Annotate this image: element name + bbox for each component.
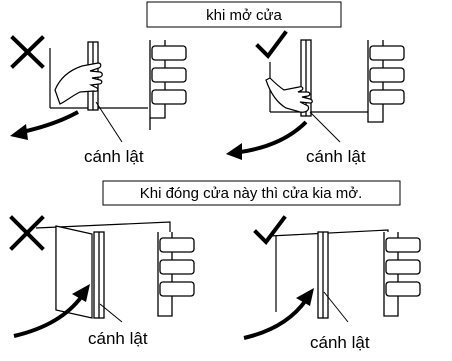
bottom-title-text: Khi đóng cửa này thì cửa kia mở. bbox=[140, 185, 363, 202]
callout-line bbox=[323, 291, 349, 323]
top-title-box: khi mở cửa bbox=[146, 1, 342, 28]
curved-arrow-icon bbox=[226, 120, 308, 160]
top-right-callout: cánh lật bbox=[306, 147, 366, 166]
door-shelves bbox=[157, 232, 195, 317]
bottom-right-panel: cánh lật bbox=[243, 215, 421, 352]
cross-icon bbox=[9, 215, 45, 251]
callout-line bbox=[95, 101, 123, 143]
bottom-right-callout: cánh lật bbox=[310, 333, 370, 352]
callout-line bbox=[99, 303, 123, 323]
top-left-panel: cánh lật bbox=[10, 35, 187, 166]
hand-icon bbox=[54, 62, 103, 105]
door-shelves bbox=[149, 40, 187, 130]
cabinet-outline bbox=[49, 48, 148, 109]
hand-icon bbox=[265, 77, 313, 113]
top-right-panel: cánh lật bbox=[226, 30, 405, 166]
check-icon bbox=[255, 30, 288, 60]
cross-icon bbox=[10, 35, 45, 69]
bottom-title-box: Khi đóng cửa này thì cửa kia mở. bbox=[102, 180, 401, 206]
bottom-left-callout: cánh lật bbox=[88, 329, 148, 348]
flap-strip bbox=[93, 231, 105, 319]
bottom-left-panel: cánh lật bbox=[9, 215, 195, 348]
curved-arrow-icon bbox=[13, 284, 90, 338]
cabinet-outline bbox=[269, 229, 389, 312]
top-title-text: khi mở cửa bbox=[206, 7, 282, 24]
curved-arrow-icon bbox=[10, 110, 79, 140]
door-shelves bbox=[367, 40, 405, 123]
door-shelves bbox=[383, 232, 421, 317]
flap-strip bbox=[300, 39, 312, 117]
check-icon bbox=[253, 215, 287, 246]
flap-strip bbox=[317, 231, 329, 319]
callout-line bbox=[309, 111, 341, 143]
curved-arrow-icon bbox=[243, 288, 314, 340]
top-left-callout: cánh lật bbox=[84, 147, 144, 166]
